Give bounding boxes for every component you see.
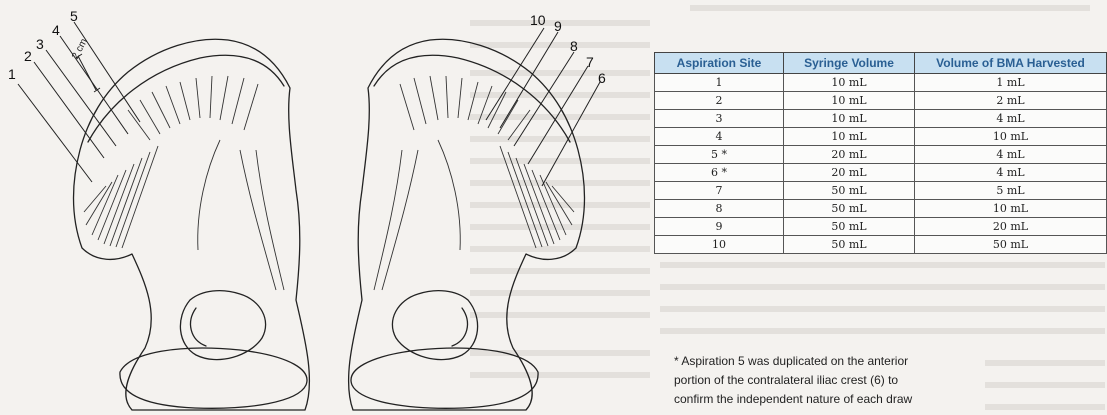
- table-row: 850 mL10 mL: [655, 200, 1107, 218]
- harvest-cell: 4 mL: [915, 110, 1107, 128]
- site-label-1: 1: [8, 66, 16, 82]
- footnote-line-3: confirm the independent nature of each d…: [674, 390, 974, 409]
- site-cell: 4: [655, 128, 784, 146]
- table-row: 750 mL5 mL: [655, 182, 1107, 200]
- table-row: 5 *20 mL4 mL: [655, 146, 1107, 164]
- table-row: 310 mL4 mL: [655, 110, 1107, 128]
- leader-line-9: [500, 32, 558, 128]
- site-label-5: 5: [70, 8, 78, 24]
- harvest-cell: 4 mL: [915, 146, 1107, 164]
- leader-line-7: [528, 66, 588, 164]
- syringe-cell: 10 mL: [784, 128, 915, 146]
- harvest-cell: 20 mL: [915, 218, 1107, 236]
- header-volume-harvested: Volume of BMA Harvested: [915, 53, 1107, 74]
- left-iliac-crest: [88, 55, 284, 142]
- syringe-cell: 20 mL: [784, 164, 915, 182]
- syringe-cell: 10 mL: [784, 74, 915, 92]
- site-cell: 6 *: [655, 164, 784, 182]
- table-row: 210 mL2 mL: [655, 92, 1107, 110]
- site-cell: 7: [655, 182, 784, 200]
- site-label-6: 6: [598, 70, 606, 86]
- harvest-cell: 50 mL: [915, 236, 1107, 254]
- syringe-cell: 50 mL: [784, 182, 915, 200]
- site-cell: 10: [655, 236, 784, 254]
- table-footnote: * Aspiration 5 was duplicated on the ant…: [674, 352, 974, 409]
- footnote-line-2: portion of the contralateral iliac crest…: [674, 371, 974, 390]
- table-row: 6 *20 mL4 mL: [655, 164, 1107, 182]
- site-cell: 2: [655, 92, 784, 110]
- site-cell: 1: [655, 74, 784, 92]
- table-header-row: Aspiration Site Syringe Volume Volume of…: [655, 53, 1107, 74]
- syringe-cell: 50 mL: [784, 236, 915, 254]
- header-aspiration-site: Aspiration Site: [655, 53, 784, 74]
- table-row: 1050 mL50 mL: [655, 236, 1107, 254]
- syringe-cell: 50 mL: [784, 200, 915, 218]
- harvest-cell: 4 mL: [915, 164, 1107, 182]
- leader-line-6: [542, 82, 600, 186]
- site-label-10: 10: [530, 12, 546, 28]
- site-label-4: 4: [52, 22, 60, 38]
- footnote-line-1: * Aspiration 5 was duplicated on the ant…: [674, 352, 974, 371]
- site-cell: 3: [655, 110, 784, 128]
- left-pubic-ring: [120, 348, 307, 408]
- leader-line-2: [34, 62, 104, 158]
- leader-line-3: [46, 50, 116, 146]
- harvest-cell: 10 mL: [915, 200, 1107, 218]
- harvest-cell: 5 mL: [915, 182, 1107, 200]
- syringe-cell: 50 mL: [784, 218, 915, 236]
- left-ilium-outline: [74, 39, 310, 410]
- harvest-cell: 10 mL: [915, 128, 1107, 146]
- leader-line-5: [74, 22, 140, 122]
- right-iliac-crest: [374, 55, 570, 142]
- pelvis-illustration: [0, 0, 660, 415]
- leader-line-10: [486, 28, 544, 120]
- site-label-8: 8: [570, 38, 578, 54]
- right-ilium-outline: [349, 39, 585, 410]
- harvest-cell: 2 mL: [915, 92, 1107, 110]
- site-label-9: 9: [554, 18, 562, 34]
- right-pubic-ring: [351, 348, 538, 408]
- header-syringe-volume: Syringe Volume: [784, 53, 915, 74]
- table-row: 950 mL20 mL: [655, 218, 1107, 236]
- site-label-2: 2: [24, 48, 32, 64]
- harvest-cell: 1 mL: [915, 74, 1107, 92]
- leader-line-4: [60, 36, 128, 134]
- aspiration-table: Aspiration Site Syringe Volume Volume of…: [654, 52, 1107, 254]
- table-row: 410 mL10 mL: [655, 128, 1107, 146]
- site-cell: 9: [655, 218, 784, 236]
- site-label-7: 7: [586, 54, 594, 70]
- syringe-cell: 20 mL: [784, 146, 915, 164]
- site-cell: 5 *: [655, 146, 784, 164]
- table-row: 110 mL1 mL: [655, 74, 1107, 92]
- syringe-cell: 10 mL: [784, 92, 915, 110]
- site-cell: 8: [655, 200, 784, 218]
- site-label-3: 3: [36, 36, 44, 52]
- syringe-cell: 10 mL: [784, 110, 915, 128]
